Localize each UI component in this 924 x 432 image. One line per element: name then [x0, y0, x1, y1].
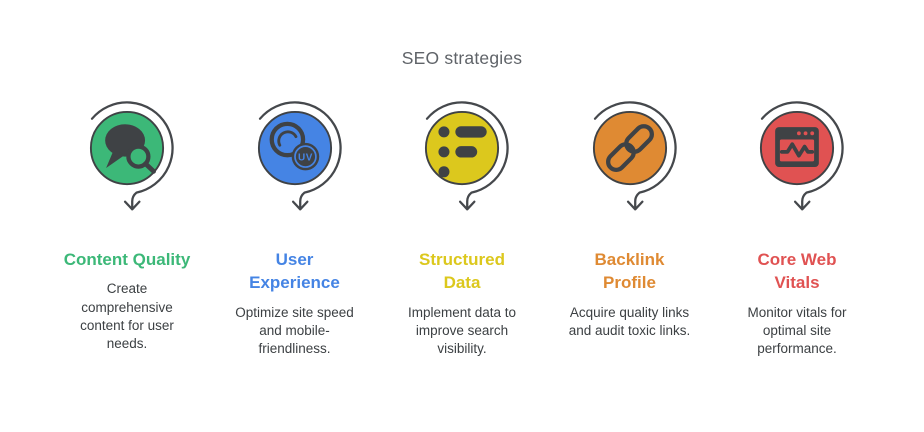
item-title: Core Web Vitals — [757, 250, 837, 293]
arrowhead-icon — [626, 200, 643, 211]
arrowhead-icon — [793, 200, 811, 211]
item-title: Structured Data — [419, 250, 505, 293]
uv-badge-label: UV — [298, 153, 313, 164]
strategy-column-content-quality: Content Quality Create comprehensive con… — [44, 87, 210, 358]
arrowhead-icon — [458, 200, 476, 211]
item-description: Acquire quality links and audit toxic li… — [568, 304, 691, 338]
item-title: Content Quality — [63, 250, 191, 269]
loop-arrow-badge — [89, 101, 174, 211]
browser-pulse-icon — [775, 127, 819, 168]
loop-arrow-icon — [425, 101, 509, 210]
loop-arrow-icon — [258, 101, 342, 210]
uv-index-gauge-icon: UV — [269, 121, 319, 171]
strategy-column-structured-data: Structured Data Implement data to improv… — [379, 87, 545, 358]
item-description: Implement data to improve search visibil… — [407, 304, 517, 357]
loop-arrow-badge: UV — [257, 101, 342, 211]
item-description: Create comprehensive content for user ne… — [80, 281, 174, 351]
loop-arrow-badge — [424, 101, 509, 211]
arrowhead-icon — [291, 200, 308, 211]
loop-arrow-badge — [759, 101, 844, 211]
loop-arrow-badge — [592, 101, 677, 211]
loop-arrow-icon — [760, 101, 844, 210]
item-title: User Experience — [249, 250, 340, 293]
strategy-column-core-web-vitals: Core Web Vitals Monitor vitals for optim… — [714, 87, 880, 358]
strategy-column-backlink-profile: Backlink Profile Acquire quality links a… — [547, 87, 713, 358]
item-title: Backlink Profile — [594, 250, 665, 293]
chain-link-icon — [605, 124, 654, 173]
chat-search-icon — [105, 124, 156, 174]
arrowhead-icon — [123, 200, 141, 211]
page-title: SEO strategies — [401, 48, 523, 68]
strategy-columns: Content Quality Create comprehensive con… — [0, 87, 924, 358]
strategy-column-user-experience: UV User Experience Optimize site speed a… — [212, 87, 378, 358]
item-description: Monitor vitals for optimal site performa… — [747, 304, 847, 357]
loop-arrow-icon — [593, 101, 677, 210]
loop-arrow-icon — [90, 101, 174, 210]
item-description: Optimize site speed and mobile-friendlin… — [235, 304, 354, 357]
data-list-icon — [438, 126, 487, 178]
